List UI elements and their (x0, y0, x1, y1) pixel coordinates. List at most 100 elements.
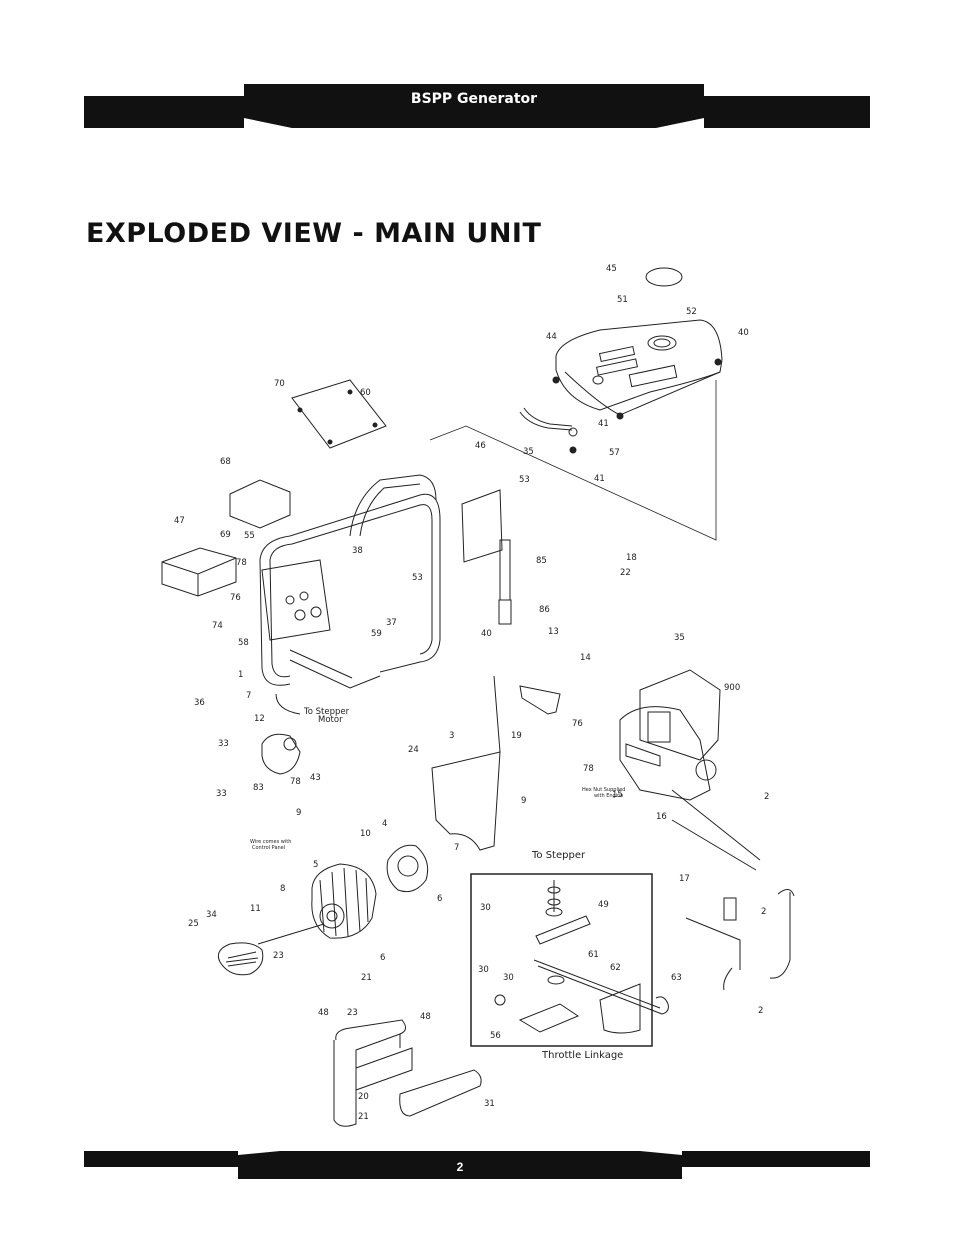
callout-number: 61 (588, 950, 599, 960)
callout-number: 22 (620, 568, 631, 578)
footer-band (84, 1151, 870, 1179)
svg-text:To Stepper: To Stepper (303, 707, 350, 717)
page-title: EXPLODED VIEW - MAIN UNIT (86, 218, 542, 249)
callout-number: 78 (583, 764, 594, 774)
svg-text:Throttle Linkage: Throttle Linkage (541, 1050, 623, 1061)
callout-number: 30 (480, 903, 491, 913)
callout-number: 53 (412, 573, 423, 583)
callout-number: 47 (174, 516, 185, 526)
frame (259, 493, 441, 686)
callout-number: 46 (475, 441, 486, 451)
callout-number: 1 (238, 670, 243, 680)
callout-number: 60 (360, 388, 371, 398)
engine (619, 669, 721, 801)
callout-number: 12 (254, 714, 265, 724)
callout-number: 86 (539, 605, 550, 615)
callout-number: 35 (674, 633, 685, 643)
callout-number: 13 (548, 627, 559, 637)
callout-number: 49 (598, 900, 609, 910)
callout-number: 74 (212, 621, 223, 631)
callout-number: 8 (280, 884, 285, 894)
callout-number: 83 (253, 783, 264, 793)
callout-number: 62 (610, 963, 621, 973)
callout-number: 63 (671, 973, 682, 983)
callout-number: 15 (612, 790, 623, 800)
control-panel (261, 559, 331, 641)
callout-number: 7 (246, 691, 251, 701)
callout-number: 33 (216, 789, 227, 799)
callout-number: 25 (188, 919, 199, 929)
panel-cover (291, 379, 387, 449)
callout-number: 31 (484, 1099, 495, 1109)
callout-number: 23 (273, 951, 284, 961)
header-band (84, 84, 870, 128)
callout-number: 55 (244, 531, 255, 541)
throttle-linkage-box (470, 873, 653, 1047)
callout-number: 59 (371, 629, 382, 639)
callout-number: 20 (358, 1092, 369, 1102)
callout-number: 40 (738, 328, 749, 338)
callout-number: 10 (360, 829, 371, 839)
callout-number: 78 (290, 777, 301, 787)
callout-number: 70 (274, 379, 285, 389)
callout-number: 6 (380, 953, 385, 963)
callout-number: 23 (347, 1008, 358, 1018)
callout-number: 57 (609, 448, 620, 458)
page-number: 2 (456, 1160, 464, 1174)
callout-number: 51 (617, 295, 628, 305)
svg-text:Control Panel: Control Panel (252, 845, 285, 851)
callout-number: 38 (352, 546, 363, 556)
callout-number: 900 (724, 683, 740, 693)
svg-text:Wire comes with: Wire comes with (250, 839, 291, 845)
header-title: BSPP Generator (410, 91, 538, 107)
fuel-tank (555, 319, 723, 411)
callout-number: 21 (361, 973, 372, 983)
callout-number: 4 (382, 819, 387, 829)
callout-number: 9 (521, 796, 526, 806)
callout-number: 14 (580, 653, 591, 663)
svg-text:To Stepper: To Stepper (531, 850, 586, 861)
callout-number: 2 (758, 1006, 763, 1016)
callout-number: 85 (536, 556, 547, 566)
callout-number: 41 (598, 419, 609, 429)
callout-number: 33 (218, 739, 229, 749)
callout-number: 76 (572, 719, 583, 729)
diagram-labels: To Stepper Motor Hex Nut Supplied with E… (250, 707, 625, 1061)
callout-number: 48 (318, 1008, 329, 1018)
callout-number: 30 (478, 965, 489, 975)
callout-number: 2 (764, 792, 769, 802)
callout-number: 35 (523, 447, 534, 457)
callout-number: 16 (656, 812, 667, 822)
callout-number: 52 (686, 307, 697, 317)
fuel-cap (645, 267, 683, 287)
callout-number: 21 (358, 1112, 369, 1122)
callout-number: 18 (626, 553, 637, 563)
callout-number: 19 (511, 731, 522, 741)
callout-number: 9 (296, 808, 301, 818)
callout-number: 48 (420, 1012, 431, 1022)
svg-text:Motor: Motor (318, 715, 343, 725)
callout-number: 37 (386, 618, 397, 628)
callout-number: 41 (594, 474, 605, 484)
callout-number: 17 (679, 874, 690, 884)
exploded-view-diagram (161, 267, 795, 1127)
throttle-linkage (494, 880, 669, 1034)
callout-number: 5 (313, 860, 318, 870)
svg-text:with Engine: with Engine (594, 793, 623, 799)
callout-number: 30 (503, 973, 514, 983)
callout-number: 56 (490, 1031, 501, 1041)
callout-numbers: 45 51 52 40 44 41 35 57 41 70 60 46 53 6… (174, 264, 769, 1122)
callout-number: 45 (606, 264, 617, 274)
battery (161, 547, 237, 597)
callout-number: 3 (449, 731, 454, 741)
callout-number: 58 (238, 638, 249, 648)
callout-number: 40 (481, 629, 492, 639)
callout-number: 43 (310, 773, 321, 783)
callout-number: 34 (206, 910, 217, 920)
callout-number: 68 (220, 457, 231, 467)
callout-number: 2 (761, 907, 766, 917)
panel-24 (431, 751, 501, 851)
callout-number: 24 (408, 745, 419, 755)
svg-text:Hex Nut Supplied: Hex Nut Supplied (582, 787, 625, 793)
